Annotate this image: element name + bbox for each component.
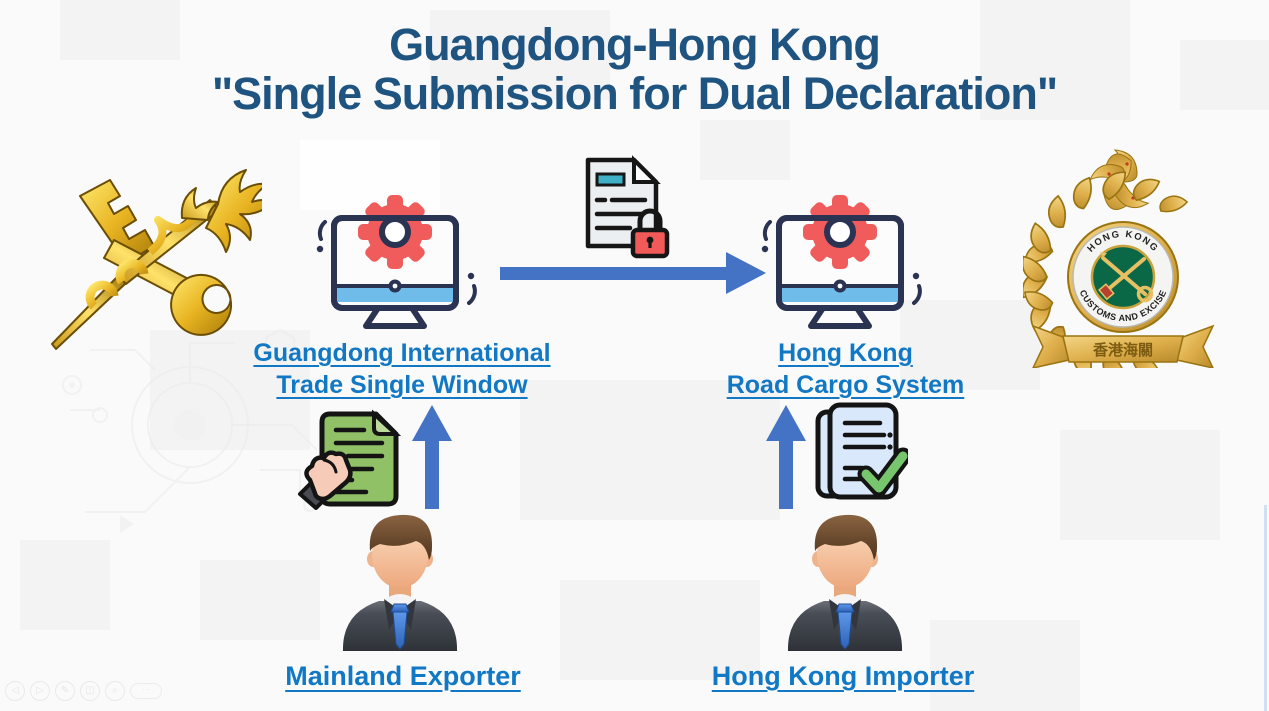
left-system-label-line1: Guangdong International xyxy=(253,339,551,367)
zoom-icon: ⌕ xyxy=(105,681,125,701)
slides-icon: ◫ xyxy=(80,681,100,701)
hand-icon xyxy=(298,450,353,510)
arrow-head xyxy=(726,252,766,294)
emblem-banner-text: 香港海關 xyxy=(1093,341,1153,359)
crossed-key-and-sword xyxy=(1101,256,1147,296)
background-tile xyxy=(60,0,180,60)
hong-kong-customs-emblem: HONG KONG CUSTOMS AND EXCISE 香港海關 xyxy=(1023,149,1215,368)
guangdong-single-window-monitor-icon xyxy=(316,195,477,329)
watermark-toolbar: ◁ ▷ ✎ ◫ ⌕ ⋯ xyxy=(5,681,162,701)
china-customs-emblem xyxy=(51,169,262,350)
guangdong-single-window-link[interactable]: Guangdong International Trade Single Win… xyxy=(222,337,582,401)
road-cargo-system-link[interactable]: Hong Kong Road Cargo System xyxy=(688,337,1003,401)
right-edge-accent xyxy=(1264,505,1267,711)
avatar xyxy=(342,514,458,651)
flow-arrow-right xyxy=(500,252,766,294)
mainland-exporter-label[interactable]: Mainland Exporter xyxy=(285,661,521,691)
gear-icon xyxy=(803,195,877,269)
arrow-head xyxy=(766,405,806,441)
gear-icon xyxy=(358,195,432,269)
lock-icon xyxy=(630,208,670,259)
checkmark-icon xyxy=(857,447,908,497)
accent-mark xyxy=(317,220,327,241)
emblem-banner: 香港海關 xyxy=(1031,324,1215,368)
background-tile xyxy=(1180,40,1269,110)
status-pill: ⋯ xyxy=(130,683,162,699)
accent-mark xyxy=(912,284,922,305)
right-system-label-line1: Hong Kong xyxy=(778,339,913,367)
arrow-shaft xyxy=(779,439,793,509)
submit-arrow-left xyxy=(412,405,452,509)
background-tile xyxy=(700,120,790,180)
background-tile xyxy=(980,0,1130,120)
avatar xyxy=(787,514,903,651)
background-tile xyxy=(300,140,440,210)
hong-kong-importer-avatar xyxy=(787,514,903,651)
background-tile xyxy=(900,300,1040,390)
background-tile xyxy=(200,560,320,640)
accent-mark xyxy=(762,220,772,241)
circuit-pattern-decoration xyxy=(62,328,346,533)
road-cargo-system-monitor-icon xyxy=(761,195,922,329)
prev-icon: ◁ xyxy=(5,681,25,701)
background-tile xyxy=(1060,430,1220,540)
title-line-2: "Single Submission for Dual Declaration" xyxy=(211,68,1058,119)
mainland-exporter-avatar xyxy=(342,514,458,651)
pen-icon: ✎ xyxy=(55,681,75,701)
title-line-1: Guangdong-Hong Kong xyxy=(389,19,881,70)
left-system-label-line2: Trade Single Window xyxy=(276,371,528,399)
background-tile xyxy=(930,620,1080,711)
page-title: Guangdong-Hong Kong "Single Submission f… xyxy=(0,20,1269,118)
accent-mark xyxy=(467,284,477,305)
arrow-head xyxy=(412,405,452,441)
hong-kong-importer-label[interactable]: Hong Kong Importer xyxy=(711,661,975,691)
hand-holding-document-icon xyxy=(298,409,402,510)
submit-arrow-right xyxy=(766,405,806,509)
arrow-shaft xyxy=(500,267,728,280)
next-icon: ▷ xyxy=(30,681,50,701)
background-tile xyxy=(20,540,110,630)
locked-document-icon xyxy=(585,155,670,259)
background-tile xyxy=(430,10,610,100)
verified-document-icon xyxy=(815,402,908,500)
background-tile xyxy=(520,380,780,520)
right-system-label-line2: Road Cargo System xyxy=(726,371,965,399)
arrow-shaft xyxy=(425,439,439,509)
background-tile xyxy=(560,580,760,680)
